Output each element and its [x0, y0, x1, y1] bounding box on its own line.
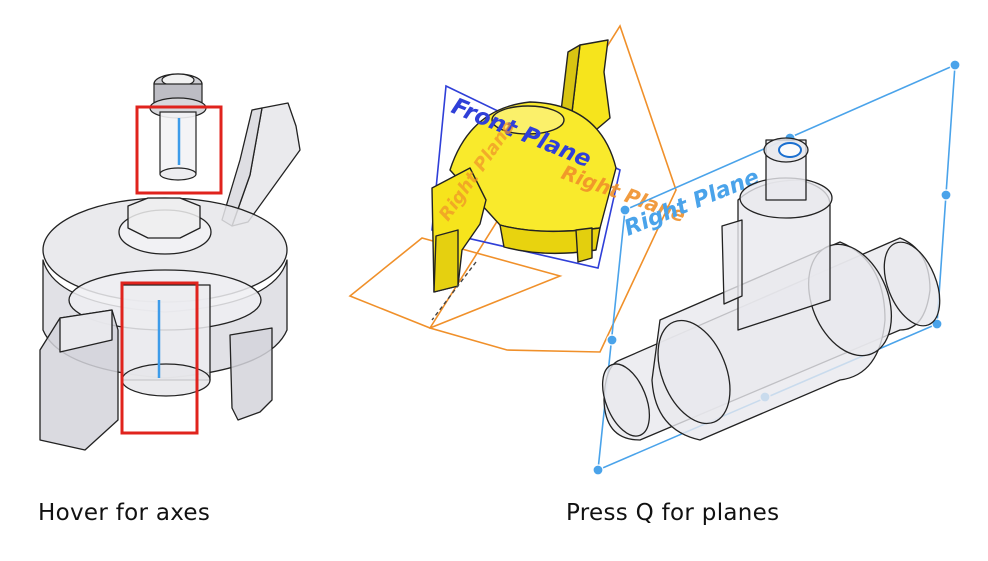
- plane-handle[interactable]: [619, 204, 631, 216]
- valve-pipe-end-left: [601, 363, 651, 437]
- right-plane-lower: [348, 237, 563, 329]
- plane-handle[interactable]: [592, 464, 604, 476]
- plane-handle[interactable]: [931, 318, 943, 330]
- axis-highlight-box-bottom: [120, 281, 199, 435]
- plane-handle[interactable]: [949, 59, 961, 71]
- valve-pipe-end-right: [883, 241, 941, 327]
- plane-handle[interactable]: [940, 189, 952, 201]
- hidden-edge-dashed: [431, 261, 477, 321]
- coupling-left-leg-top: [59, 309, 113, 353]
- caption-press-q-planes: Press Q for planes: [566, 500, 780, 526]
- axis-highlight-box-top: [135, 105, 223, 195]
- coupling-part-icon[interactable]: [39, 102, 301, 451]
- valve-lever: [721, 219, 743, 305]
- hex-nut: [127, 197, 201, 239]
- valve-part-icon[interactable]: [593, 137, 951, 443]
- cone-skirt: [499, 224, 601, 255]
- caption-hover-axes: Hover for axes: [38, 500, 211, 526]
- coupling-right-leg: [229, 327, 273, 421]
- cone-leg-right: [575, 227, 593, 263]
- plane-handle[interactable]: [606, 334, 618, 346]
- valve-cap-bore: [778, 142, 802, 158]
- winged-cone-part-icon[interactable]: [431, 39, 617, 293]
- cone-left-wing-front: [433, 229, 459, 293]
- cone-top-cap: [491, 105, 565, 135]
- valve-body-ring-left: [657, 319, 731, 425]
